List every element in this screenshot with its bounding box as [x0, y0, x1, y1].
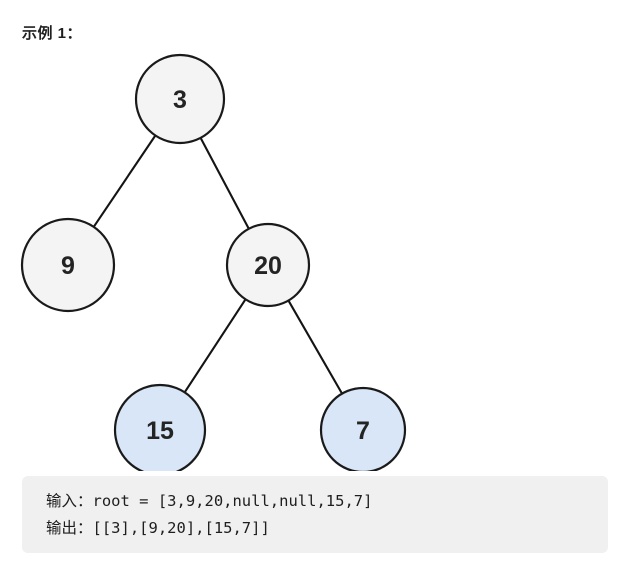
tree-edge-layer — [92, 133, 344, 396]
tree-node-7: 7 — [319, 386, 407, 471]
tree-node-circle-15 — [113, 383, 207, 471]
tree-node-layer: 3 9 20 15 7 — [20, 53, 407, 471]
tree-node-15: 15 — [113, 383, 207, 471]
binary-tree-diagram: 3 9 20 15 7 — [0, 46, 629, 471]
tree-svg-canvas: 3 9 20 15 7 — [20, 53, 407, 471]
tree-node-label-9: 9 — [61, 252, 75, 280]
tree-node-3: 3 — [134, 53, 226, 145]
tree-node-circle-7 — [319, 386, 407, 471]
tree-node-circle-3 — [134, 53, 226, 145]
code-line-input: 输入：root = [3,9,20,null,null,15,7] — [46, 492, 373, 510]
tree-edge-right-rleft — [183, 297, 248, 395]
tree-node-circle-9 — [20, 217, 116, 313]
example-code-block: 输入：root = [3,9,20,null,null,15,7] 输出：[[3… — [22, 476, 608, 553]
tree-node-20: 20 — [225, 222, 311, 308]
page-title: 示例 1： — [22, 25, 83, 42]
tree-node-9: 9 — [20, 217, 116, 313]
tree-node-label-3: 3 — [173, 86, 187, 114]
tree-node-label-20: 20 — [254, 252, 282, 280]
tree-node-label-7: 7 — [356, 417, 370, 445]
tree-edge-root-left — [92, 133, 158, 229]
tree-node-label-15: 15 — [146, 417, 174, 445]
code-line-output: 输出：[[3],[9,20],[15,7]] — [46, 519, 270, 537]
tree-node-circle-20 — [225, 222, 311, 308]
tree-edge-right-rright — [286, 298, 344, 396]
tree-edge-root-right — [199, 135, 251, 231]
